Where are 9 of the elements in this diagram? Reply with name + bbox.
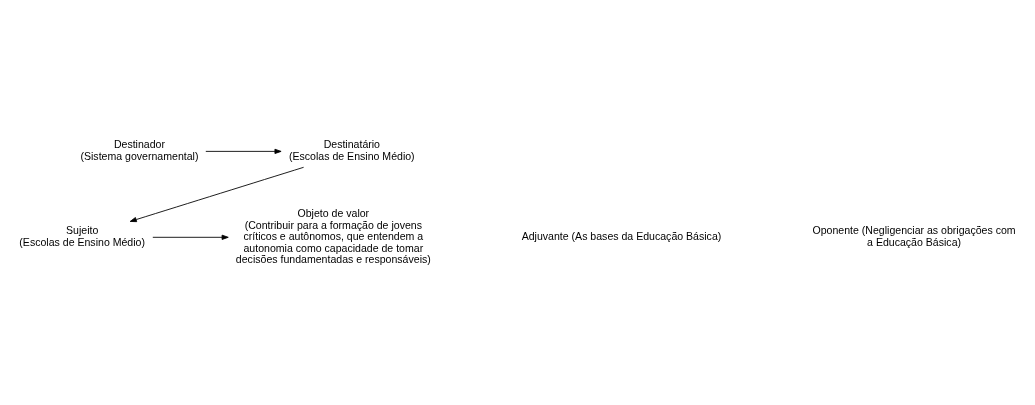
arrow bbox=[129, 166, 305, 223]
node-text: Objeto de valor (Contribuir para a formação de jovens críticos e autônomos, que entendem a autonomia como capacidade de tomar decisões fundamentadas e responsáveis) bbox=[235, 207, 431, 265]
node-text: Sujeito (Escolas de Ensino Médio) bbox=[19, 224, 145, 248]
label: Adjuvante (As bases da Educação Básica) bbox=[521, 230, 722, 243]
node-text: Destinador (Sistema governamental) bbox=[80, 138, 199, 162]
label: Oponente (Negligenciar as obrigações com a Educação Básica) bbox=[812, 224, 1016, 248]
node-text: Destinatário (Escolas de Ensino Médio) bbox=[289, 138, 415, 162]
arrow bbox=[205, 148, 282, 154]
arrow bbox=[152, 234, 229, 240]
